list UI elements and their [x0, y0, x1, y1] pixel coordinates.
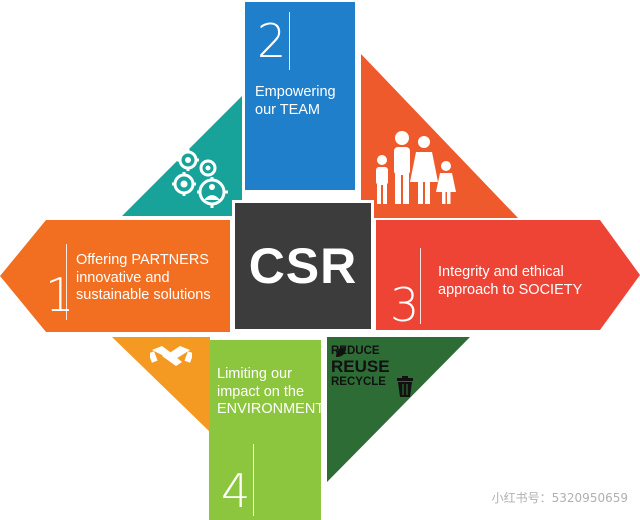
pillar-2-team: 2 Empowering our TEAM: [245, 2, 355, 190]
reduce-label: REDUCE: [331, 345, 380, 357]
family-icon: [376, 131, 456, 204]
pillar-1-text: Offering PARTNERS innovative and sustain…: [76, 252, 211, 304]
recycle-bin-icon: [397, 376, 413, 397]
watermark-text: 小红书号：5320950659: [491, 491, 628, 505]
handshake-icon: [150, 346, 192, 366]
recycle-label: RECYCLE: [331, 376, 386, 388]
gears-people-icon: [172, 149, 228, 208]
pillar-3-divider: [420, 248, 421, 324]
pillar-3-society: 3 Integrity and ethical approach to SOCI…: [376, 220, 640, 330]
csr-center-block: CSR: [232, 200, 374, 332]
reuse-label: REUSE: [331, 357, 390, 376]
pillar-4-number: 4: [221, 464, 251, 518]
pillar-1-partners: 1 Offering PARTNERS innovative and susta…: [0, 220, 230, 332]
pillar-4-divider: [253, 444, 254, 516]
pillar-4-environment: Limiting our impact on the ENVIRONMENT 4: [209, 340, 325, 520]
leaf-icon: [336, 347, 346, 357]
pillar-4-text: Limiting our impact on the ENVIRONMENT: [217, 366, 325, 418]
pillar-3-text: Integrity and ethical approach to SOCIET…: [438, 264, 583, 298]
pillar-2-text: Empowering our TEAM: [255, 84, 336, 118]
pillar-3-shape: [376, 220, 640, 330]
corner-bottom-right-shape: [327, 337, 470, 482]
pillar-3-number: 3: [390, 278, 420, 332]
pillar-1-divider: [66, 244, 67, 320]
pillar-1-number: 1: [45, 268, 75, 322]
pillar-1-shape: [0, 220, 230, 332]
pillar-2-number: 2: [257, 14, 287, 68]
csr-label: CSR: [248, 238, 358, 294]
pillar-2-divider: [289, 12, 290, 70]
